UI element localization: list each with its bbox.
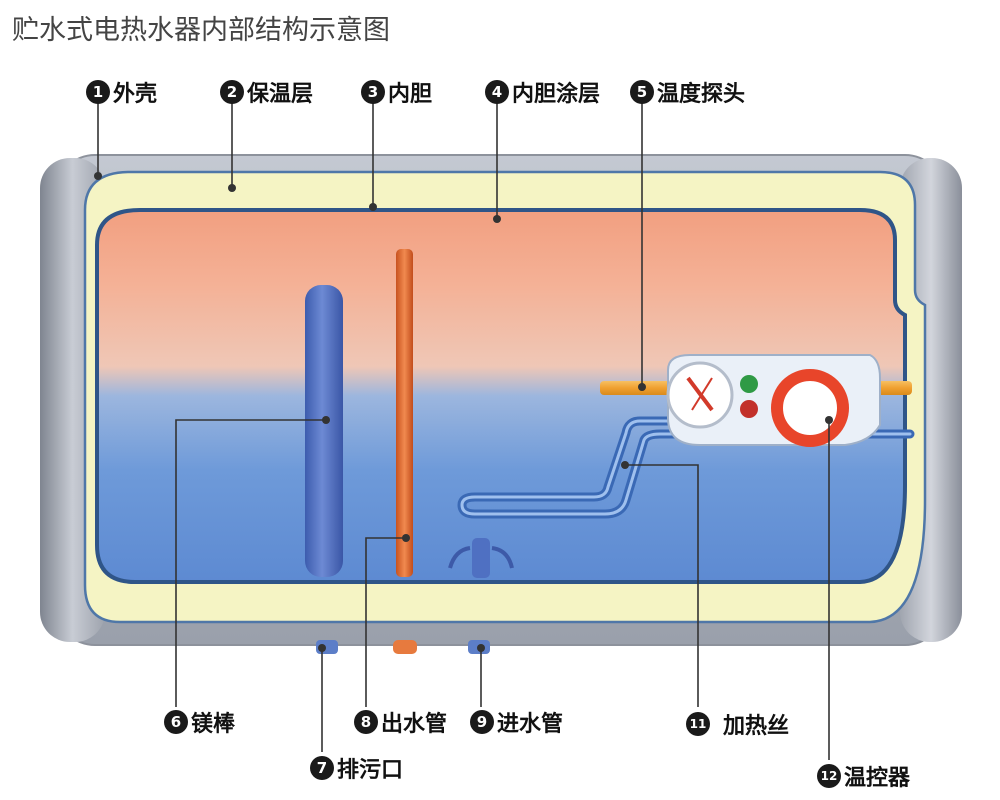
label-number: 9 xyxy=(470,710,494,734)
label-number: 6 xyxy=(164,710,188,734)
label-text: 出水管 xyxy=(381,712,448,737)
label-number: 1 xyxy=(86,80,110,104)
label-number: 5 xyxy=(630,80,654,104)
label-text: 镁棒 xyxy=(191,712,236,737)
thermostat-ring xyxy=(771,369,849,447)
label-inlet-pipe: 9 进水管 xyxy=(470,706,563,738)
label-inner-tank: 3 内胆 xyxy=(361,76,432,108)
label-number: 11 xyxy=(686,712,710,736)
label-drain-outlet: 7 排污口 xyxy=(310,752,403,784)
label-magnesium-rod: 6 镁棒 xyxy=(164,706,235,738)
outlet-pipe xyxy=(396,249,413,577)
label-number: 2 xyxy=(220,80,244,104)
label-text: 加热丝 xyxy=(723,714,790,739)
label-text: 保温层 xyxy=(247,82,314,107)
label-text: 内胆 xyxy=(388,82,433,107)
label-number: 3 xyxy=(361,80,385,104)
label-insulation: 2 保温层 xyxy=(220,76,313,108)
inlet-pipe xyxy=(472,538,490,578)
label-text: 温控器 xyxy=(844,766,911,791)
label-text: 温度探头 xyxy=(657,82,746,107)
label-shell: 1 外壳 xyxy=(86,76,157,108)
label-text: 内胆涂层 xyxy=(512,82,601,107)
diagram-title: 贮水式电热水器内部结构示意图 xyxy=(12,15,390,46)
label-number: 4 xyxy=(485,80,509,104)
label-temperature-probe: 5 温度探头 xyxy=(630,76,745,108)
label-outlet-pipe: 8 出水管 xyxy=(354,706,447,738)
label-heating-wire: 11 加热丝 xyxy=(686,708,789,740)
label-number: 12 xyxy=(817,764,841,788)
label-text: 排污口 xyxy=(337,758,404,783)
label-text: 进水管 xyxy=(497,712,564,737)
label-tank-coating: 4 内胆涂层 xyxy=(485,76,600,108)
label-number: 8 xyxy=(354,710,378,734)
magnesium-rod xyxy=(305,285,343,577)
label-number: 7 xyxy=(310,756,334,780)
label-thermostat: 12 温控器 xyxy=(817,760,910,792)
label-text: 外壳 xyxy=(113,82,158,107)
